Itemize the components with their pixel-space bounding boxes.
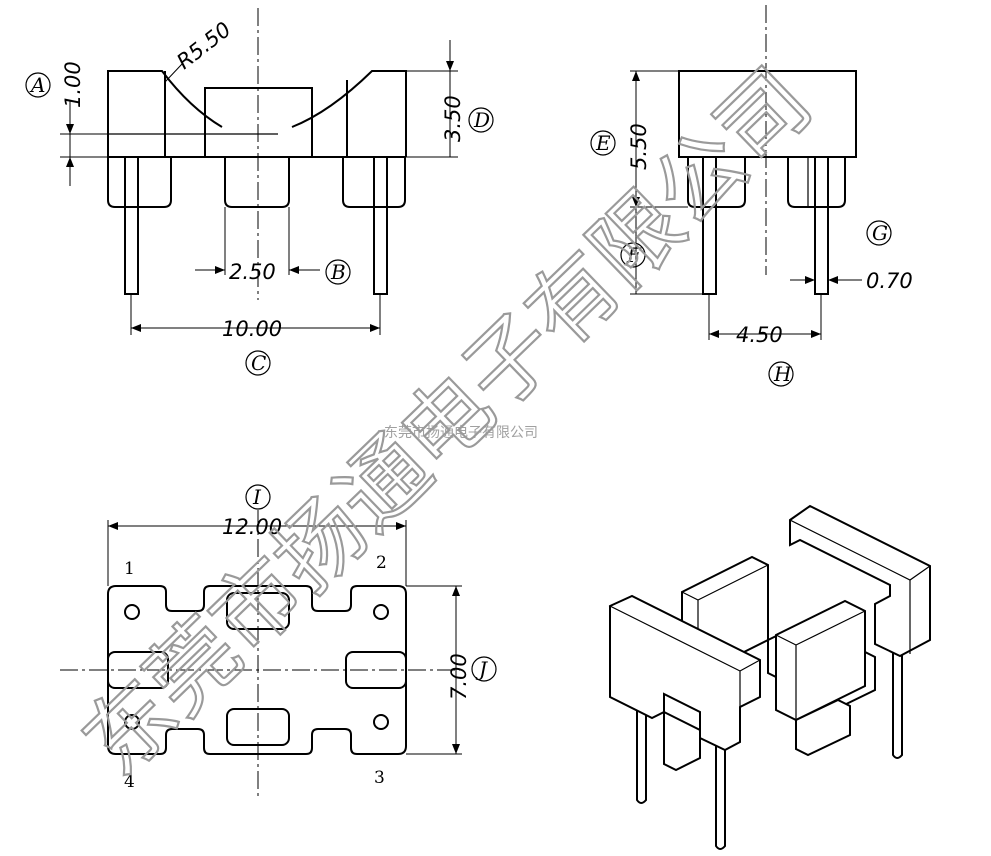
label-c: C [251,351,266,375]
slot-top [226,592,290,630]
iso-center-block [775,599,866,722]
front-left-block [107,70,223,157]
iso-pin-front-right [715,738,726,850]
side-view: 5.50 E F 0.70 G 4.50 H [590,5,913,387]
label-e: E [595,131,611,155]
pin-number-2: 2 [376,553,387,573]
slot-right [345,651,407,689]
iso-pin-front-left [636,700,647,804]
front-right-block [291,70,407,157]
bottom-view: 1 2 3 4 12.00 I 7.00 J [60,484,497,800]
pin-hole-2 [373,604,389,620]
front-center-boss [224,157,290,208]
label-j: J [475,657,488,681]
slot-bottom [226,708,290,746]
label-a: A [29,73,45,97]
dim-r-text: R5.50 [172,17,235,74]
iso-back-right-bracket [789,504,931,658]
watermark-small: 东莞市扬通电子有限公司 [384,424,538,441]
dim-a-text: 1.00 [61,61,85,108]
label-i: I [252,485,262,509]
pin-number-3: 3 [374,768,385,788]
front-view: 1.00 A R5.50 3.50 D 2.50 B 10.00 C [25,8,494,376]
iso-pin-back-right [892,638,903,759]
label-g: G [872,221,888,245]
dim-h-text: 4.50 [736,323,783,347]
bottom-outline [107,585,407,755]
side-right-pin [814,156,829,295]
side-right-boss [787,157,846,208]
dim-g-text: 0.70 [866,269,913,293]
side-top-block [678,70,857,158]
dim-i-text: 12.00 [222,515,282,539]
label-d: D [473,108,490,132]
label-f: F [626,243,642,267]
dim-j-text: 7.00 [447,653,471,700]
front-left-boss [107,157,172,208]
isometric-view [608,504,931,850]
slot-left [107,651,169,689]
front-left-pin [124,156,139,295]
label-b: B [330,260,346,284]
dim-e-text: 5.50 [627,123,651,170]
front-right-pin [373,156,388,295]
pin-hole-4 [124,714,140,730]
pin-number-4: 4 [124,772,135,792]
dim-d-text: 3.50 [441,95,465,142]
pin-hole-3 [373,714,389,730]
dim-c-text: 10.00 [222,317,282,341]
dim-b-text: 2.50 [229,260,276,284]
pin-number-1: 1 [124,559,135,579]
iso-front-left-bracket [609,594,761,752]
pin-hole-1 [124,604,140,620]
label-h: H [773,362,792,386]
